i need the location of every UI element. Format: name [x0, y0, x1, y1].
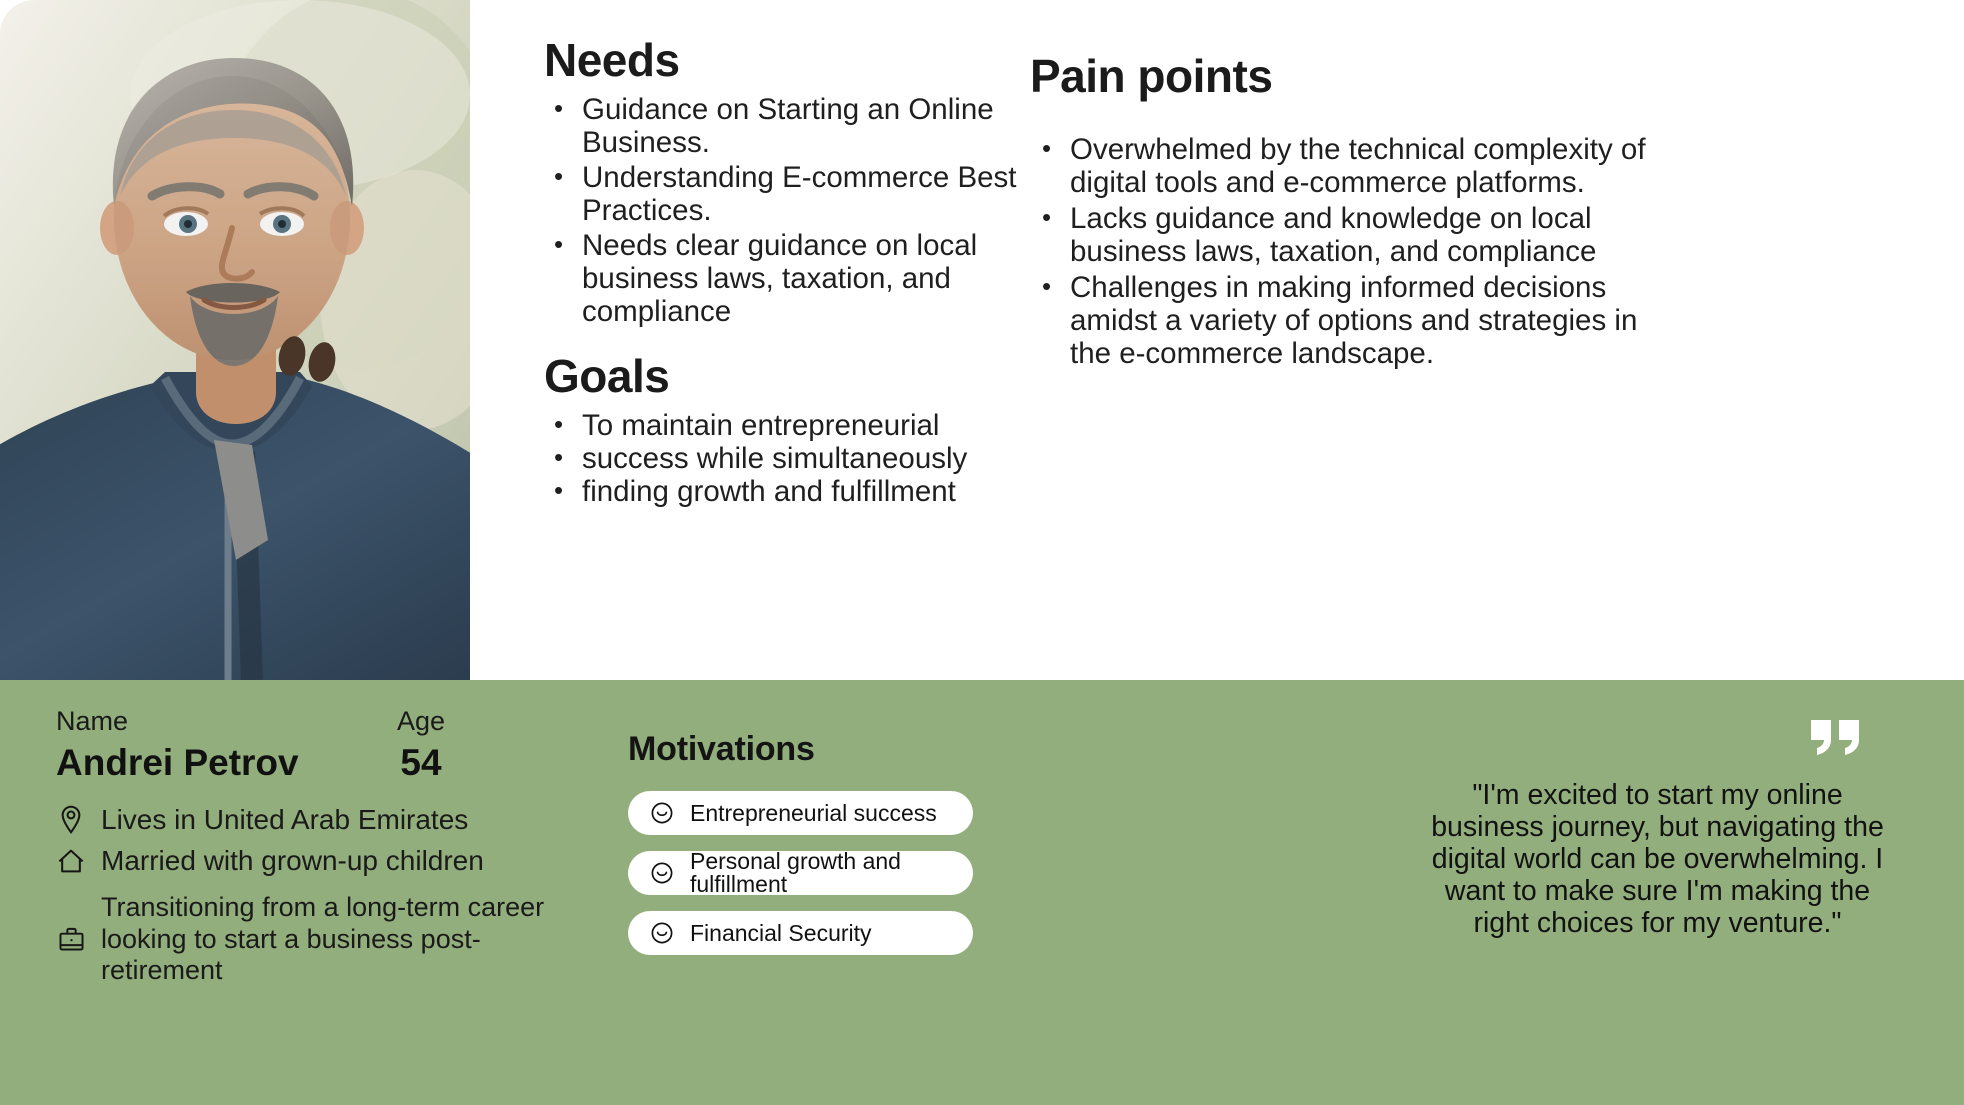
fact-row-family: Married with grown-up children: [56, 845, 596, 877]
name-value: Andrei Petrov: [56, 742, 299, 783]
motivation-label: Financial Security: [690, 919, 872, 946]
motivations-title: Motivations: [628, 730, 815, 768]
pain-points-item: Challenges in making informed decisions …: [1030, 270, 1650, 370]
fact-row-location: Lives in United Arab Emirates: [56, 804, 596, 835]
name-field: Name Andrei Petrov: [56, 706, 299, 783]
needs-column: Needs Guidance on Starting an Online Bus…: [544, 34, 1044, 508]
profile-info-block: Name Andrei Petrov Age 54 Lives in Unite…: [56, 708, 596, 986]
motivation-label: Entrepreneurial success: [690, 799, 937, 826]
profile-band: Name Andrei Petrov Age 54 Lives in Unite…: [0, 680, 1964, 1105]
motivation-pill[interactable]: Personal growth and fulfillment: [628, 848, 973, 897]
fact-text-career: Transitioning from a long-term career lo…: [101, 892, 545, 985]
pain-points-title: Pain points: [1030, 50, 1273, 102]
age-field: Age 54: [366, 706, 476, 783]
motivation-label: Personal growth and fulfillment: [690, 848, 901, 897]
goals-title: Goals: [544, 350, 670, 403]
quote-text: "I'm excited to start my online business…: [1431, 779, 1884, 939]
smiley-icon: [650, 801, 674, 825]
age-value: 54: [400, 742, 442, 783]
quote-section: "I'm excited to start my online business…: [1430, 720, 1885, 940]
pain-points-column: Pain points Overwhelmed by the technical…: [1030, 50, 1650, 373]
fact-row-career: Transitioning from a long-term career lo…: [56, 892, 596, 985]
quote-mark-icon: [1807, 714, 1863, 758]
needs-item: Guidance on Starting an Online Business.: [544, 92, 1044, 159]
top-section: Needs Guidance on Starting an Online Bus…: [0, 0, 1964, 680]
persona-portrait-image: [0, 0, 470, 680]
pain-points-item: Lacks guidance and knowledge on local bu…: [1030, 201, 1650, 268]
needs-title: Needs: [544, 34, 680, 86]
briefcase-icon: [56, 924, 86, 954]
goals-list: To maintain entrepreneurial success whil…: [544, 408, 1044, 508]
content-columns: Needs Guidance on Starting an Online Bus…: [470, 0, 1964, 680]
motivations-section: Motivations Entrepreneurial success: [628, 730, 1028, 971]
name-age-row: Name Andrei Petrov Age 54: [56, 708, 596, 794]
needs-list: Guidance on Starting an Online Business.…: [544, 92, 1044, 328]
motivation-pill[interactable]: Entrepreneurial success: [628, 791, 973, 835]
fact-text-family: Married with grown-up children: [101, 845, 484, 877]
age-label: Age: [396, 706, 446, 736]
location-pin-icon: [56, 805, 86, 835]
needs-item: Understanding E-commerce Best Practices.: [544, 160, 1044, 227]
goals-item: To maintain entrepreneurial: [544, 408, 1044, 442]
pain-points-list: Overwhelmed by the technical complexity …: [1030, 132, 1650, 370]
smiley-icon: [650, 921, 674, 945]
portrait-illustration: [0, 0, 470, 680]
fact-text-location: Lives in United Arab Emirates: [101, 804, 469, 835]
needs-item: Needs clear guidance on local business l…: [544, 228, 1044, 328]
pain-points-item: Overwhelmed by the technical complexity …: [1030, 132, 1650, 199]
name-label: Name: [56, 706, 129, 736]
smiley-icon: [650, 861, 674, 885]
home-icon: [56, 846, 86, 876]
goals-item: finding growth and fulfillment: [544, 474, 1044, 508]
motivation-pill[interactable]: Financial Security: [628, 911, 973, 955]
goals-item: success while simultaneously: [544, 441, 1044, 475]
